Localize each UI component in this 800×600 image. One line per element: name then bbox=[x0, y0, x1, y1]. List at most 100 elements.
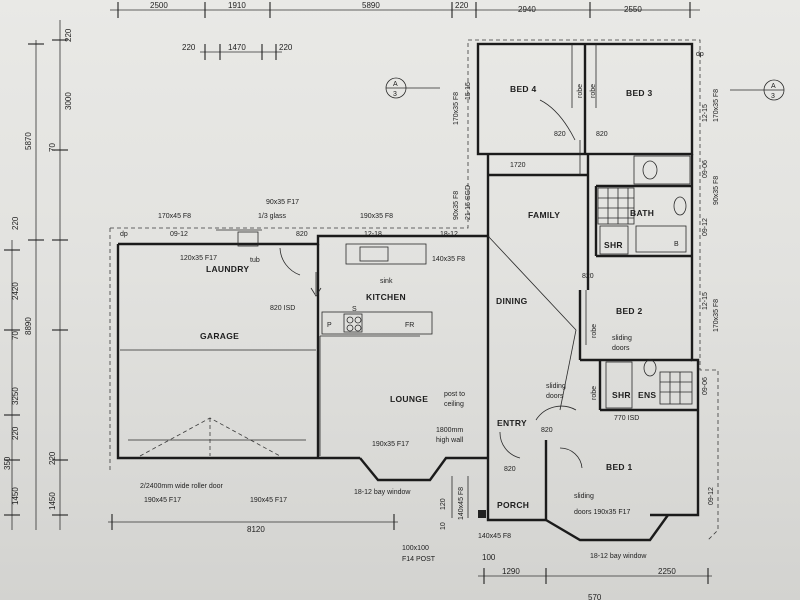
note-d770: 770 ISD bbox=[614, 415, 639, 422]
bottom-dim-8120: 8120 bbox=[247, 525, 265, 534]
room-ens: ENS bbox=[638, 390, 656, 400]
vnote-13: 170x35 F8 bbox=[713, 299, 720, 332]
downpipe-1: dp bbox=[120, 231, 128, 238]
bottom-dim-1290: 1290 bbox=[502, 567, 520, 576]
vnote-12: 09-12 bbox=[708, 487, 715, 505]
left-dim-1450a: 1450 bbox=[11, 487, 20, 505]
note-sd2: doors bbox=[546, 393, 564, 400]
note-w10: 10 bbox=[440, 522, 447, 530]
left-dim-3250: 3250 bbox=[11, 387, 20, 405]
room-kitchen: KITCHEN bbox=[366, 292, 406, 302]
section-a-num-1: 3 bbox=[393, 91, 397, 98]
eaves-outline bbox=[109, 39, 719, 541]
note-b4: 12-18 bbox=[364, 231, 382, 238]
room-bed1: BED 1 bbox=[606, 462, 633, 472]
note-sliding2: sliding bbox=[574, 493, 594, 500]
top-dimension-line: 2500 1910 5890 220 2940 2550 bbox=[110, 1, 700, 18]
beam-notes: 90x35 F17 1/3 glass 170x45 F8 190x35 F8 … bbox=[140, 131, 647, 563]
downpipe-2: dp bbox=[696, 51, 704, 58]
room-shr-ens: SHR bbox=[612, 390, 631, 400]
room-labels: BED 4 BED 3 FAMILY BATH LAUNDRY KITCHEN … bbox=[200, 84, 656, 510]
note-glass: 1/3 glass bbox=[258, 213, 287, 220]
left-dim-70b: 70 bbox=[11, 331, 20, 340]
section-marker-left: A 3 bbox=[385, 77, 440, 99]
note-w45: 140x45 F8 bbox=[458, 487, 465, 520]
note-g1: 190x45 F17 bbox=[144, 497, 181, 504]
room-bed4: BED 4 bbox=[510, 84, 537, 94]
robe-bed4: robe bbox=[577, 84, 584, 98]
note-sd1: sliding bbox=[546, 383, 566, 390]
note-b7: 140x35 F8 bbox=[432, 256, 465, 263]
note-d820c: 820 bbox=[554, 131, 566, 138]
vnote-8: 170x35 F8 bbox=[713, 89, 720, 122]
note-roller: 2/2400mm wide roller door bbox=[140, 483, 224, 490]
top-dimension-line-2: 220 1470 220 bbox=[182, 43, 293, 60]
left-dim-5870: 5870 bbox=[24, 132, 33, 150]
left-dim-1450b: 1450 bbox=[48, 492, 57, 510]
room-laundry: LAUNDRY bbox=[206, 264, 249, 274]
left-dim-2420: 2420 bbox=[11, 282, 20, 300]
internal-lines bbox=[120, 44, 693, 518]
room-lounge: LOUNGE bbox=[390, 394, 428, 404]
note-sliding1: sliding bbox=[612, 335, 632, 342]
top2-dim-1: 220 bbox=[182, 43, 196, 52]
left-dim-220a: 220 bbox=[64, 28, 73, 42]
vnote-9: 12-15 bbox=[702, 292, 709, 310]
note-b2: 190x35 F8 bbox=[360, 213, 393, 220]
note-bay1: 190x35 F17 bbox=[372, 441, 409, 448]
room-bed3: BED 3 bbox=[626, 88, 653, 98]
room-garage: GARAGE bbox=[200, 331, 239, 341]
note-bay2: 18-12 bay window bbox=[354, 489, 411, 496]
section-marker-right: A 3 bbox=[730, 79, 785, 101]
note-d820b: 820 ISD bbox=[270, 305, 295, 312]
vnote-5: 12-15 bbox=[702, 104, 709, 122]
note-d820e: 820 bbox=[582, 273, 594, 280]
note-d820f: 820 bbox=[541, 427, 553, 434]
bath-b-label: B bbox=[674, 241, 679, 248]
robe-bed1: robe bbox=[591, 386, 598, 400]
room-shr-bath: SHR bbox=[604, 240, 623, 250]
vnote-3: 90x35 F8 bbox=[453, 191, 460, 220]
robe-bed2: robe bbox=[591, 324, 598, 338]
top2-dim-3: 220 bbox=[279, 43, 293, 52]
top-dim-6: 2550 bbox=[624, 5, 642, 14]
vnote-6: 09-06 bbox=[702, 160, 709, 178]
room-porch: PORCH bbox=[497, 500, 529, 510]
bottom-dim-100: 100 bbox=[482, 553, 496, 562]
note-b5: 18-12 bbox=[440, 231, 458, 238]
left-dim-220b: 220 bbox=[11, 216, 20, 230]
robe-bed3: robe bbox=[590, 84, 597, 98]
top2-dim-2: 1470 bbox=[228, 43, 246, 52]
note-g2: 190x45 F17 bbox=[250, 497, 287, 504]
room-bed2: BED 2 bbox=[616, 306, 643, 316]
room-bath: BATH bbox=[630, 208, 654, 218]
bottom-cut-label: 570 bbox=[588, 593, 602, 600]
left-dim-220d: 220 bbox=[48, 451, 57, 465]
note-bay3: 18-12 bay window bbox=[590, 553, 647, 560]
room-dining: DINING bbox=[496, 296, 528, 306]
section-a-num-2: 3 bbox=[771, 93, 775, 100]
top-dim-2: 1910 bbox=[228, 1, 246, 10]
left-dim-220c: 220 bbox=[11, 426, 20, 440]
left-dim-3000: 3000 bbox=[64, 92, 73, 110]
note-highwall: high wall bbox=[436, 437, 464, 444]
left-dim-350: 350 bbox=[3, 456, 12, 470]
room-family: FAMILY bbox=[528, 210, 560, 220]
left-dim-70a: 70 bbox=[48, 143, 57, 152]
pantry-label: P bbox=[327, 322, 332, 329]
vertical-notes: 170x35 F8 15-15 90x35 F8 21-15 SGD 12-15… bbox=[453, 82, 720, 505]
note-beam1: 90x35 F17 bbox=[266, 199, 299, 206]
note-w120: 120 bbox=[440, 498, 447, 510]
vnote-7: 09-12 bbox=[702, 218, 709, 236]
left-dim-8890: 8890 bbox=[24, 317, 33, 335]
top-dim-3: 5890 bbox=[362, 1, 380, 10]
note-d820d: 820 bbox=[596, 131, 608, 138]
note-1800mm: 1800mm bbox=[436, 427, 463, 434]
vnote-10: 09-06 bbox=[702, 377, 709, 395]
stove-label: S bbox=[352, 306, 357, 313]
bottom-dimension-lines: 8120 100 1290 2250 570 bbox=[108, 514, 712, 600]
note-p3: F14 POST bbox=[402, 556, 436, 563]
note-p2: 100x100 bbox=[402, 545, 429, 552]
